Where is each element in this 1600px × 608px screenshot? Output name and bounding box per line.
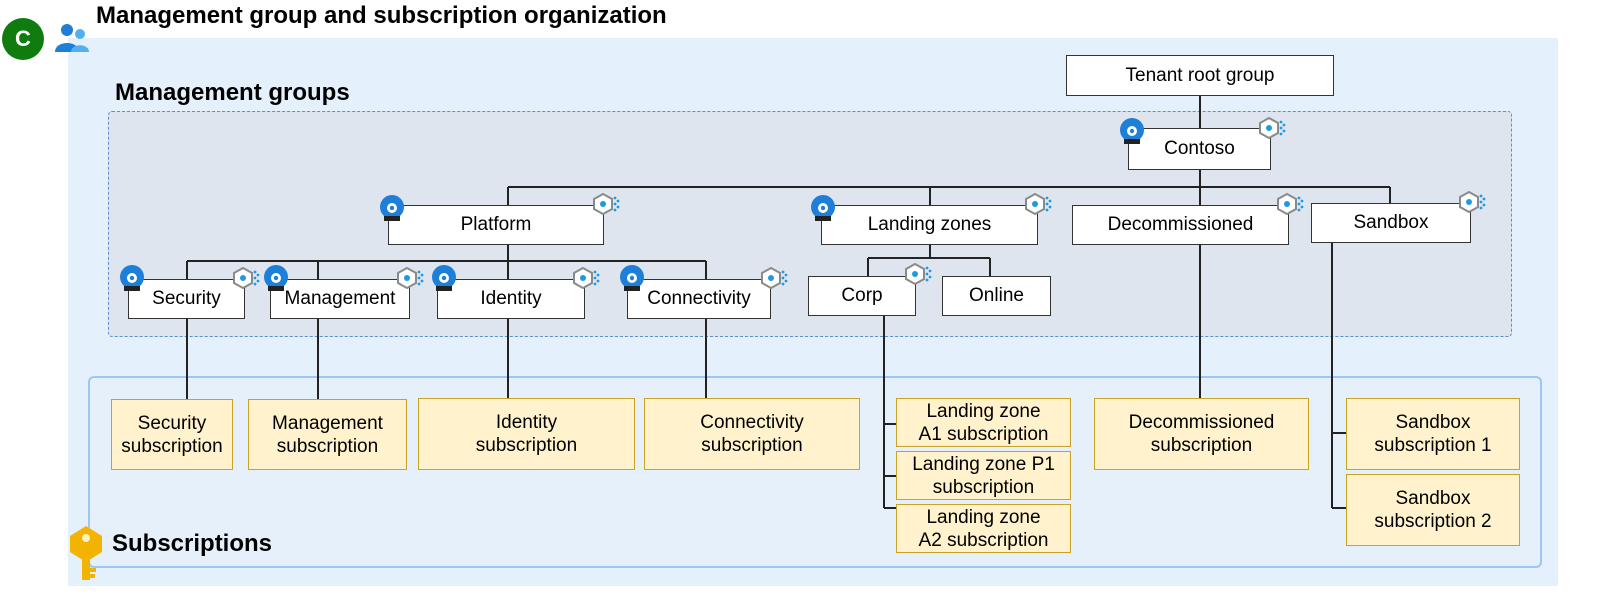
policy-icon: [761, 266, 788, 290]
landing-zones-group[interactable]: Landing zones: [821, 205, 1038, 245]
sandbox-subscription-2[interactable]: Sandbox subscription 2: [1346, 474, 1520, 546]
subscription-line-2: A1 subscription: [918, 423, 1049, 445]
online-group[interactable]: Online: [942, 276, 1051, 316]
subscription-line-1: Security: [137, 412, 207, 434]
management-group-icon: [1120, 118, 1144, 144]
page-title: Management group and subscription organi…: [96, 2, 667, 29]
subscription-line-1: Sandbox: [1395, 412, 1471, 433]
policy-icon: [1259, 116, 1286, 140]
platform-group[interactable]: Platform: [388, 205, 604, 245]
policy-icon: [1025, 192, 1052, 216]
management-group-icon: [620, 265, 644, 291]
policy-icon: [905, 262, 932, 286]
management-groups-title: Management groups: [115, 79, 350, 106]
subscription-line-1: Connectivity: [700, 412, 804, 433]
sandbox-subscription-1[interactable]: Sandbox subscription 1: [1346, 398, 1520, 470]
security-subscription[interactable]: Security subscription: [111, 399, 233, 470]
decommissioned-group[interactable]: Decommissioned: [1072, 205, 1289, 245]
key-icon: [70, 526, 102, 580]
management-group-icon: [264, 265, 288, 291]
subscription-line-2: subscription: [701, 435, 803, 456]
subscription-line-2: subscription: [121, 435, 223, 457]
management-subscription[interactable]: Management subscription: [248, 399, 407, 470]
security-group[interactable]: Security: [128, 279, 245, 319]
subscription-line-2: subscription: [475, 435, 578, 456]
landing-zone-a2-subscription[interactable]: Landing zone A2 subscription: [896, 504, 1071, 553]
subscription-line-2: subscription 2: [1374, 511, 1492, 532]
subscription-line-2: subscription: [1150, 435, 1253, 456]
management-group-icon: [380, 195, 404, 221]
corp-group[interactable]: Corp: [808, 276, 916, 316]
connectivity-group[interactable]: Connectivity: [627, 279, 771, 319]
management-group-icon: [120, 265, 144, 291]
subscription-line-1: Landing zone: [926, 506, 1041, 528]
policy-icon: [573, 266, 600, 290]
subscription-line-2: subscription 1: [1374, 435, 1492, 456]
step-badge: C: [2, 18, 44, 60]
subscription-line-1: Decommissioned: [1128, 412, 1275, 433]
policy-icon: [233, 266, 260, 290]
policy-icon: [1459, 190, 1486, 214]
management-group-icon: [432, 265, 456, 291]
subscription-line-1: Landing zone P1: [912, 453, 1055, 475]
subscription-line-2: subscription: [932, 476, 1035, 498]
identity-group[interactable]: Identity: [437, 279, 585, 319]
decommissioned-subscription[interactable]: Decommissioned subscription: [1094, 398, 1309, 470]
policy-icon: [397, 266, 424, 290]
identity-subscription[interactable]: Identity subscription: [418, 398, 635, 470]
subscription-line-1: Sandbox: [1395, 488, 1471, 509]
landing-zone-a1-subscription[interactable]: Landing zone A1 subscription: [896, 398, 1071, 447]
management-group-icon: [811, 195, 835, 221]
contoso-group[interactable]: Contoso: [1128, 128, 1271, 170]
subscription-line-2: A2 subscription: [918, 529, 1049, 551]
sandbox-group[interactable]: Sandbox: [1311, 203, 1471, 243]
landing-zone-p1-subscription[interactable]: Landing zone P1 subscription: [896, 451, 1071, 500]
subscription-line-1: Landing zone: [926, 400, 1041, 422]
subscription-line-1: Identity: [495, 412, 558, 433]
management-group[interactable]: Management: [270, 279, 410, 319]
tenant-root-group[interactable]: Tenant root group: [1066, 55, 1334, 96]
connectivity-subscription[interactable]: Connectivity subscription: [644, 398, 860, 470]
subscriptions-title: Subscriptions: [112, 530, 273, 557]
users-icon: [55, 24, 89, 52]
policy-icon: [593, 192, 620, 216]
subscription-line-1: Management: [272, 412, 383, 434]
policy-icon: [1277, 192, 1304, 216]
subscription-line-2: subscription: [276, 435, 379, 457]
